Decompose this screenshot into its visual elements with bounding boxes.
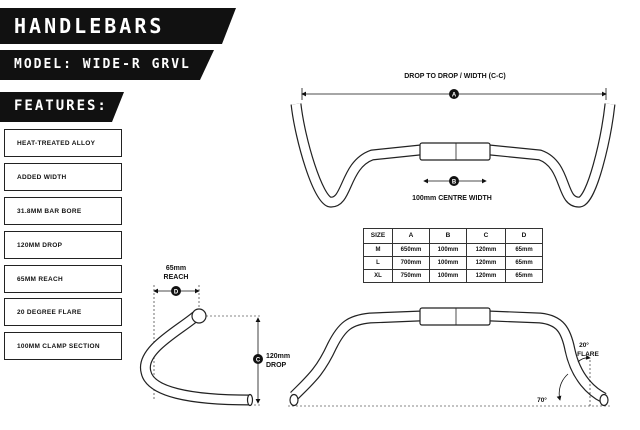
model-label: MODEL: WIDE-R GRVL — [14, 57, 191, 72]
features-heading: FEATURES: — [14, 98, 108, 114]
table-cell: 700mm — [392, 256, 430, 270]
drop-word: DROP — [266, 362, 287, 369]
feature-item: 100mm CLAMP SECTION — [4, 332, 122, 360]
marker-b-label: B — [452, 180, 457, 186]
size-table: SIZE A B C D M 650mm 100mm 120mm 65mm L … — [363, 228, 543, 283]
table-row: L 700mm 100mm 120mm 65mm — [363, 256, 543, 270]
marker-d-label: D — [174, 290, 179, 296]
marker-d-icon — [171, 286, 181, 296]
table-cell: 65mm — [505, 243, 543, 257]
table-header: B — [429, 228, 467, 244]
table-cell: 100mm — [429, 243, 467, 257]
table-cell: 120mm — [466, 256, 506, 270]
page-title: HANDLEBARS — [14, 14, 165, 38]
table-header: C — [466, 228, 506, 244]
table-row: M 650mm 100mm 120mm 65mm — [363, 243, 543, 257]
table-cell: 100mm — [429, 256, 467, 270]
table-row: XL 750mm 100mm 120mm 65mm — [363, 269, 543, 283]
reach-value: 65mm — [166, 265, 186, 272]
table-header: A — [392, 228, 430, 244]
feature-item: 20 DEGREE FLARE — [4, 298, 122, 326]
table-cell: M — [363, 243, 393, 257]
feature-item: 31.8mm BAR BORE — [4, 197, 122, 225]
table-cell: 65mm — [505, 256, 543, 270]
feature-item: HEAT-TREATED ALLOY — [4, 129, 122, 157]
table-header-row: SIZE A B C D — [363, 228, 543, 244]
title-banner: HANDLEBARS — [0, 8, 236, 44]
marker-a-label: A — [452, 93, 457, 99]
feature-item: 65mm REACH — [4, 265, 122, 293]
width-title: DROP TO DROP / WIDTH (C-C) — [404, 73, 506, 80]
table-cell: XL — [363, 269, 393, 283]
table-cell: 120mm — [466, 269, 506, 283]
flare-arc — [577, 355, 591, 363]
table-cell: 120mm — [466, 243, 506, 257]
angle-arc — [556, 373, 569, 401]
feature-item: ADDED WIDTH — [4, 163, 122, 191]
table-header: SIZE — [363, 228, 393, 244]
table-header: D — [505, 228, 543, 244]
drop-value: 120mm — [266, 353, 290, 360]
features-banner: FEATURES: — [0, 92, 124, 122]
perspective-view-bar — [289, 307, 609, 407]
flare-value: 20° — [579, 341, 589, 349]
marker-c-label: C — [256, 358, 261, 364]
centre-width-label: 100mm CENTRE WIDTH — [412, 195, 492, 202]
table-cell: 650mm — [392, 243, 430, 257]
table-cell: L — [363, 256, 393, 270]
angle-label: 70° — [537, 396, 547, 404]
front-view-bar — [290, 103, 616, 208]
marker-a-icon — [449, 89, 459, 99]
flare-word: FLARE — [577, 351, 599, 358]
reach-word: REACH — [164, 274, 189, 281]
marker-c-icon — [253, 354, 263, 364]
side-view-bar — [140, 308, 254, 407]
table-cell: 100mm — [429, 269, 467, 283]
marker-b-icon — [449, 176, 459, 186]
table-cell: 65mm — [505, 269, 543, 283]
feature-item: 120mm DROP — [4, 231, 122, 259]
table-cell: 750mm — [392, 269, 430, 283]
model-banner: MODEL: WIDE-R GRVL — [0, 50, 214, 80]
